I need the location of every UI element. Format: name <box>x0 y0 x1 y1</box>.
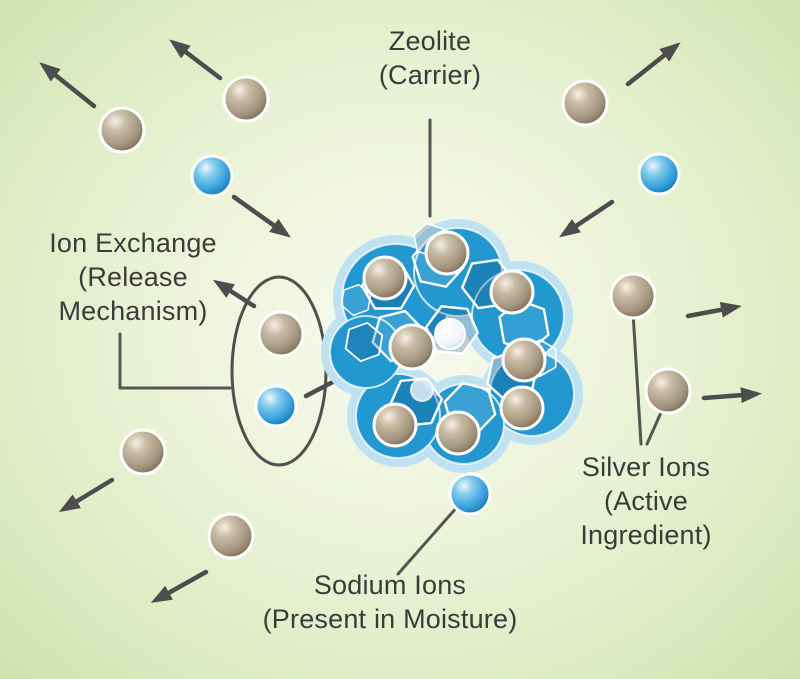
silver-ion-sphere <box>362 255 408 301</box>
arrow-out-bottom-left <box>58 477 115 513</box>
silver-pointer-2 <box>645 406 665 446</box>
zeolite-silver-ions <box>362 230 547 456</box>
silver-ion-sphere <box>561 79 609 127</box>
arrow-out-right-upper <box>685 301 742 319</box>
sodium-ions <box>190 152 681 516</box>
sodium-ion-sphere <box>254 384 298 428</box>
arrow-out-right-lower <box>701 387 762 404</box>
silver-ion-sphere <box>119 428 167 476</box>
zeolite-label: Zeolite (Carrier) <box>378 26 482 91</box>
silver-ion-sphere <box>424 230 470 276</box>
silver-ion-sphere <box>388 323 436 371</box>
silver-ion-sphere <box>489 269 535 315</box>
silver-ion-sphere <box>207 512 255 560</box>
free-silver-ions <box>98 75 692 560</box>
arrow-in-upper-right <box>559 199 615 238</box>
zeolite-structure <box>321 219 583 473</box>
zeolite-pore <box>410 378 434 402</box>
silver-ion-sphere <box>222 75 270 123</box>
silver-pointer-1 <box>631 310 643 446</box>
arrow-out-top-left <box>39 62 97 109</box>
arrow-out-bottom <box>150 569 209 603</box>
silver-ion-sphere <box>644 367 692 415</box>
diffusion-arrows <box>39 39 762 603</box>
sodium-ion-sphere <box>637 152 681 196</box>
sodium-ions-label: Sodium Ions (Present in Moisture) <box>262 570 518 635</box>
silver-ion-sphere <box>98 106 146 154</box>
arrow-in-upper-left <box>231 194 291 238</box>
zeolite-pore-sphere <box>434 318 466 350</box>
silver-ion-sphere <box>435 410 481 456</box>
sodium-ion-sphere <box>190 154 234 198</box>
silver-ion-sphere <box>372 402 418 448</box>
arrow-out-top-right <box>625 42 681 87</box>
ion-exchange-pointer <box>118 332 232 390</box>
silver-ion-sphere <box>257 310 305 358</box>
silver-ions-label: Silver Ions (Active Ingredient) <box>580 452 712 551</box>
silver-ion-sphere <box>501 337 547 383</box>
ion-exchange-label: Ion Exchange (Release Mechanism) <box>49 228 217 327</box>
label-pointers <box>118 118 665 576</box>
arrow-out-top <box>169 39 223 81</box>
sodium-ion-sphere <box>448 472 492 516</box>
sodium-pointer <box>396 504 460 576</box>
silver-ion-sphere <box>609 272 657 320</box>
silver-ion-sphere <box>499 385 545 431</box>
